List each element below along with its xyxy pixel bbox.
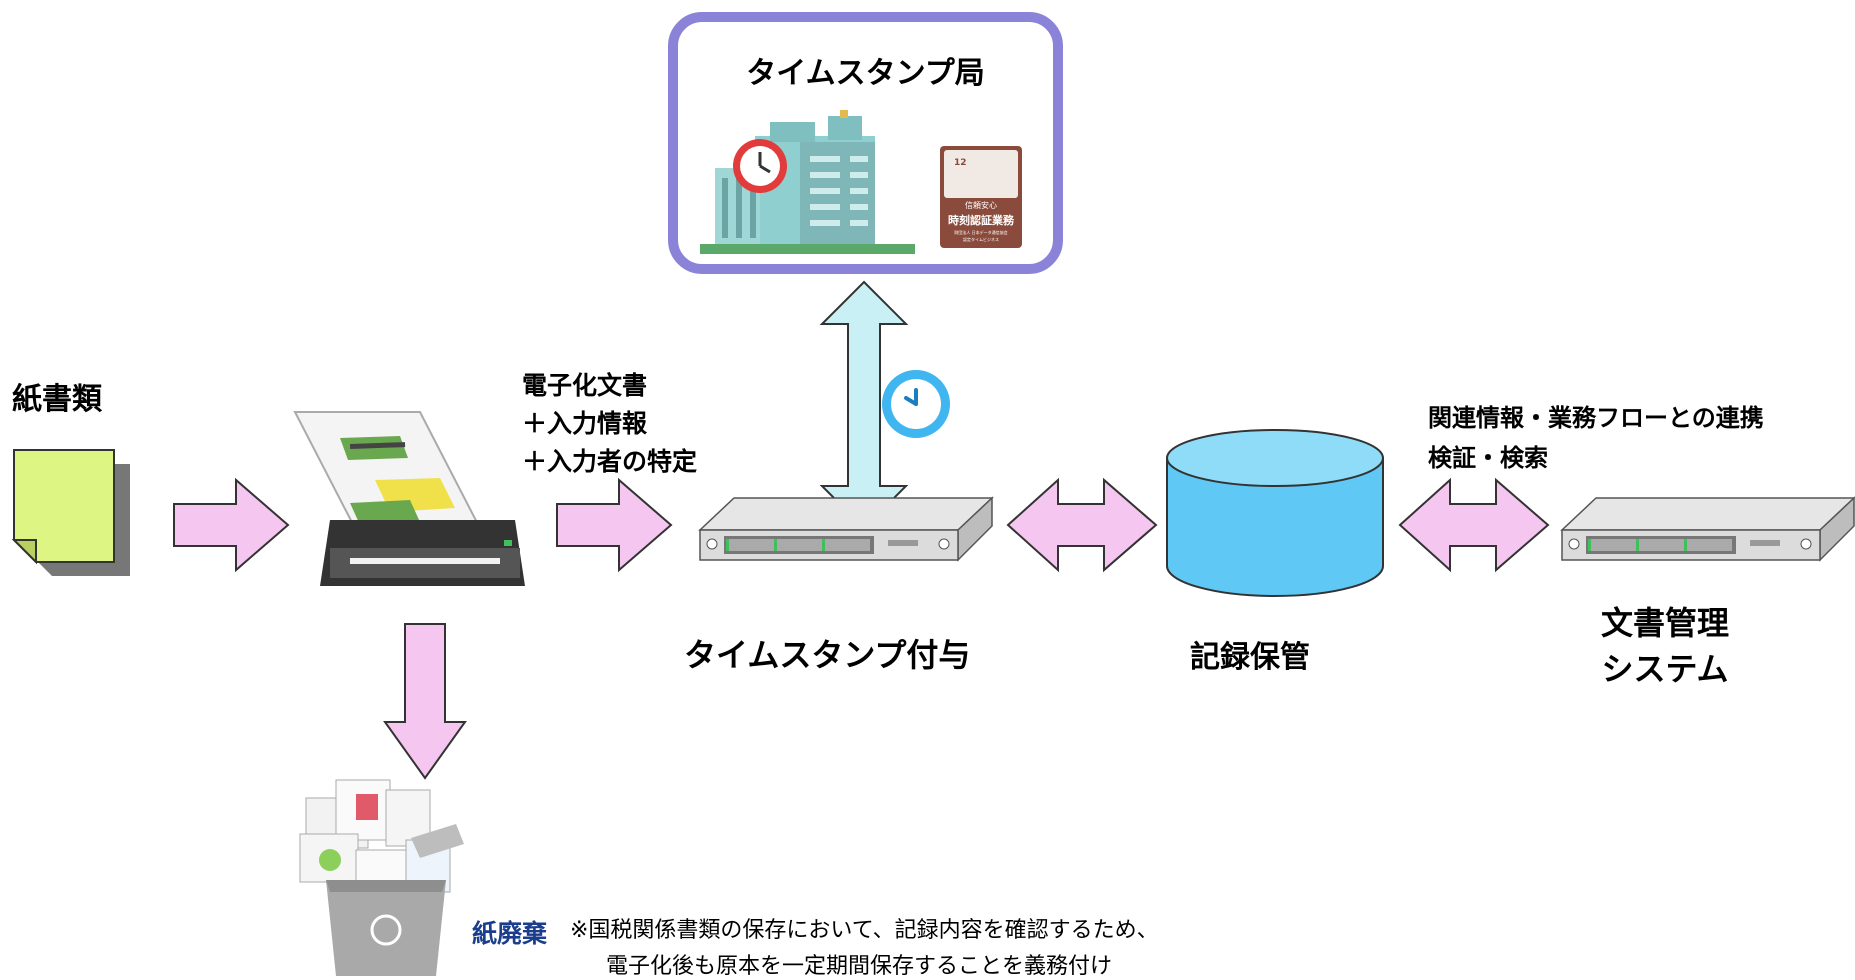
digitized-label-line-3: ＋入力者の特定	[522, 447, 698, 476]
badge-line-2: 時刻認証業務	[948, 214, 1014, 227]
badge-line-4: 認定タイムビジネス	[963, 237, 999, 242]
badge-seal-icon	[944, 150, 1018, 198]
badge-clock-number: 12	[954, 158, 967, 168]
timestamp-grant-label: タイムスタンプ付与	[684, 636, 971, 674]
doc-system-label-line-1: 文書管理	[1600, 604, 1729, 642]
badge-line-3: 財団法人 日本データ通信協会	[954, 230, 1008, 235]
note-line-1: ※国税関係書類の保存において、記録内容を確認するため、	[570, 918, 1159, 943]
storage-database-icon	[1166, 429, 1384, 597]
paper-document-icon	[11, 449, 130, 576]
digitized-label-line-1: 電子化文書	[522, 371, 648, 400]
recycle-bin-icon	[299, 779, 464, 976]
doc-system-label-line-2: システム	[1601, 650, 1729, 688]
office-building-icon	[700, 110, 915, 254]
double-arrow-storage-system	[1398, 477, 1550, 573]
linkage-label-line-2: 検証・検索	[1428, 444, 1548, 472]
scanner-icon	[293, 411, 525, 586]
arrow-paper-to-scanner	[173, 477, 290, 573]
record-storage-label: 記録保管	[1190, 640, 1310, 675]
double-arrow-server-storage	[1006, 477, 1158, 573]
arrow-scanner-to-disposal	[383, 623, 467, 780]
clock-icon	[882, 370, 950, 438]
note-line-2: 電子化後も原本を一定期間保存することを義務付け	[606, 954, 1113, 979]
badge-line-1: 信頼安心	[965, 201, 997, 210]
paper-docs-label: 紙書類	[12, 382, 102, 417]
linkage-label-line-1: 関連情報・業務フローとの連携	[1428, 404, 1764, 432]
arrow-scanner-to-server	[556, 477, 673, 573]
timestamp-server-icon	[698, 496, 994, 562]
certification-badge: 12 信頼安心 時刻認証業務 財団法人 日本データ通信協会 認定タイムビジネス	[940, 146, 1022, 248]
tsa-title: タイムスタンプ局	[746, 56, 985, 91]
document-system-server-icon	[1560, 496, 1855, 562]
digitized-label-line-2: ＋入力情報	[522, 409, 648, 438]
paper-disposal-label: 紙廃棄	[472, 919, 548, 948]
